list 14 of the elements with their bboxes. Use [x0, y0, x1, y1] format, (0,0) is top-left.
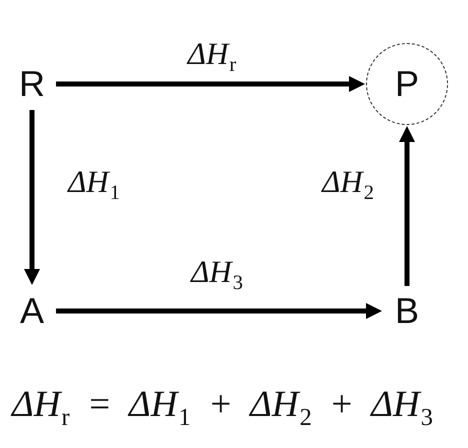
- equation: ΔH$_{r}$ = ΔH$_{1}$ + ΔH$_{2}$ + ΔH$_{3}$: [12, 386, 433, 423]
- node-label: A: [20, 293, 44, 329]
- arrow: [56, 76, 365, 92]
- arrow: [56, 303, 382, 319]
- edge-label: ΔH$_{2}$: [322, 166, 374, 197]
- arrow: [399, 126, 415, 286]
- edge-label: ΔH$_{3}$: [191, 256, 243, 287]
- node-label: R: [19, 66, 45, 102]
- arrow: [24, 110, 40, 285]
- edge-label: ΔH$_{1}$: [68, 166, 120, 197]
- node-label: B: [394, 293, 419, 329]
- node-label: P: [394, 66, 419, 102]
- edge-label: ΔH$_{r}$: [188, 38, 236, 69]
- circle-outline: [366, 43, 448, 125]
